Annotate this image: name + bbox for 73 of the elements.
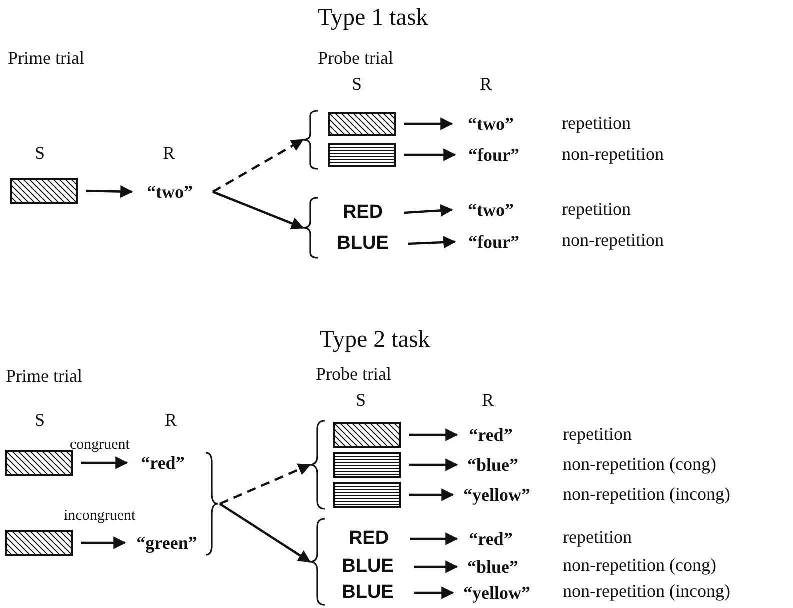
response-word: “two” xyxy=(455,112,527,136)
response-word: “two” xyxy=(135,180,205,204)
arrow xyxy=(410,532,458,546)
response-word: “yellow” xyxy=(456,483,538,507)
condition-label: congruent xyxy=(70,436,130,454)
condition-label: repetition xyxy=(562,113,631,135)
response-word: “red” xyxy=(130,451,196,475)
column-heading: Probe trial xyxy=(316,364,392,386)
arrow xyxy=(404,148,456,162)
curly-brace xyxy=(206,452,218,556)
hatched-box xyxy=(333,422,401,448)
column-heading: Probe trial xyxy=(318,48,394,70)
axis-letter: S xyxy=(35,143,46,165)
curly-brace xyxy=(310,420,325,510)
striped-box xyxy=(333,452,401,478)
response-word: “four” xyxy=(458,143,530,167)
axis-letter: R xyxy=(482,390,494,412)
color-word: BLUE xyxy=(330,580,406,606)
arrow xyxy=(404,204,454,218)
striped-box xyxy=(328,143,396,167)
arrow xyxy=(409,458,458,472)
section-title: Type 1 task xyxy=(318,4,428,33)
condition-label: repetition xyxy=(563,424,632,446)
condition-label: repetition xyxy=(562,199,631,221)
arrow xyxy=(404,118,454,130)
hatched-box xyxy=(10,178,78,204)
condition-label: non-repetition (cong) xyxy=(563,555,716,577)
axis-letter: R xyxy=(480,74,492,96)
axis-letter: S xyxy=(352,74,362,96)
arrow xyxy=(414,560,458,574)
axis-letter: R xyxy=(163,143,176,165)
arrow xyxy=(409,488,454,502)
response-word: “yellow” xyxy=(456,581,538,605)
column-heading: Prime trial xyxy=(6,366,82,388)
response-word: “four” xyxy=(458,230,530,254)
arrow xyxy=(212,190,304,230)
response-word: “red” xyxy=(460,527,522,551)
response-word: “red” xyxy=(460,423,522,447)
column-heading: Prime trial xyxy=(8,48,84,70)
arrow xyxy=(81,456,128,470)
striped-box xyxy=(333,482,401,508)
axis-letter: S xyxy=(35,410,46,432)
response-word: “blue” xyxy=(460,555,526,579)
dashed-arrow xyxy=(220,464,312,506)
arrow xyxy=(408,236,456,249)
arrow xyxy=(409,428,458,442)
arrow xyxy=(219,503,312,563)
arrow xyxy=(81,536,126,550)
condition-label: repetition xyxy=(563,527,632,549)
arrow xyxy=(86,185,134,198)
color-word: BLUE xyxy=(326,231,400,257)
condition-label: non-repetition xyxy=(562,144,664,166)
color-word: RED xyxy=(336,526,402,552)
color-word: BLUE xyxy=(330,554,406,580)
curly-brace xyxy=(303,110,318,170)
section-title: Type 2 task xyxy=(320,326,430,355)
curly-brace xyxy=(310,518,325,606)
hatched-box xyxy=(5,530,73,556)
axis-letter: R xyxy=(165,410,178,432)
condition-label: non-repetition (cong) xyxy=(563,454,716,476)
response-word: “two” xyxy=(455,198,527,222)
condition-label: non-repetition (incong) xyxy=(563,581,730,603)
axis-letter: S xyxy=(356,390,366,412)
color-word: RED xyxy=(330,200,396,226)
condition-label: incongruent xyxy=(64,507,136,525)
dashed-arrow xyxy=(212,139,304,193)
response-word: “green” xyxy=(128,531,206,555)
condition-label: non-repetition xyxy=(562,230,664,252)
hatched-box xyxy=(328,112,396,136)
condition-label: non-repetition (incong) xyxy=(563,484,730,506)
response-word: “blue” xyxy=(460,453,526,477)
curly-brace xyxy=(303,197,318,259)
arrow xyxy=(414,586,454,600)
